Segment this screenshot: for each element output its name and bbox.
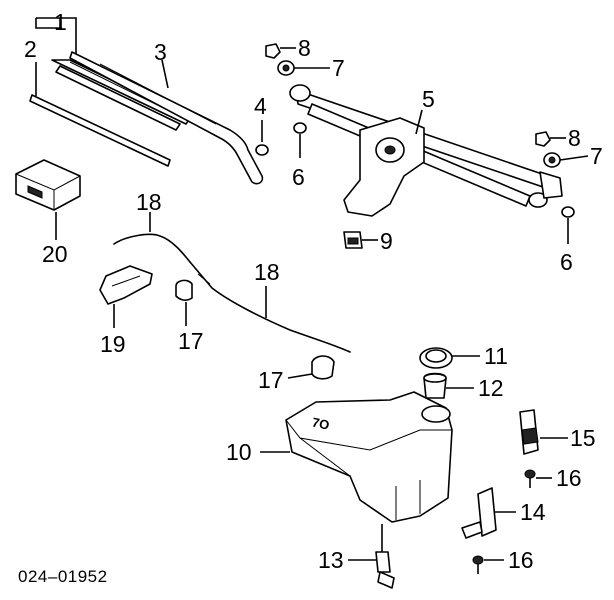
washer-hose-lower	[189, 261, 351, 353]
callout-20: 20	[42, 241, 68, 267]
washer-pump-15	[519, 409, 539, 455]
nut-4	[255, 144, 269, 156]
callout-10: 10	[226, 439, 252, 465]
callout-2: 2	[24, 36, 37, 62]
callout-16-upper: 16	[556, 465, 582, 491]
callout-11: 11	[484, 343, 508, 369]
callout-19: 19	[100, 331, 126, 357]
callout-7-left: 7	[332, 55, 345, 81]
filter-12	[423, 372, 447, 399]
clip-17-upper	[175, 279, 193, 301]
nut-8-left	[265, 43, 281, 59]
callout-12: 12	[478, 375, 504, 401]
svg-text:7O: 7O	[311, 415, 331, 433]
grommet-9	[343, 231, 363, 249]
callout-6-right: 6	[560, 249, 573, 275]
callout-17-upper: 17	[178, 328, 204, 354]
callout-1: 1	[54, 9, 67, 35]
callout-6-left: 6	[292, 164, 305, 190]
callout-18-upper: 18	[136, 189, 162, 215]
callout-13: 13	[318, 547, 344, 573]
callout-7-right: 7	[590, 143, 603, 169]
clip-17-lower	[311, 355, 335, 380]
callout-4: 4	[254, 93, 267, 119]
callout-14: 14	[520, 499, 546, 525]
washer-hose-upper	[113, 233, 191, 263]
callout-8-right: 8	[568, 125, 581, 151]
reservoir-cap-11	[419, 347, 453, 369]
callout-3: 3	[154, 39, 167, 65]
wiper-arm	[69, 51, 264, 185]
wiper-linkage	[289, 84, 563, 217]
diagram-code: 024–01952	[18, 567, 108, 586]
callout-8-left: 8	[298, 35, 311, 61]
callout-15: 15	[570, 425, 596, 451]
wiper-blade-refill	[29, 94, 171, 167]
callout-18-lower: 18	[254, 259, 280, 285]
nut-7-left	[277, 60, 295, 76]
nut-8-right	[535, 131, 551, 147]
callout-16-lower: 16	[508, 547, 534, 573]
bracket-19	[99, 265, 153, 305]
level-sensor-13	[375, 524, 395, 589]
washer-reservoir-10: 7O	[285, 391, 453, 523]
callout-9: 9	[380, 228, 393, 254]
callout-5: 5	[422, 86, 435, 112]
pump-14	[461, 487, 497, 539]
control-unit-20	[15, 159, 81, 211]
screw-16-lower	[472, 555, 484, 574]
callout-17-lower: 17	[258, 367, 284, 393]
nut-6-right	[561, 206, 575, 218]
screw-16-upper	[524, 469, 536, 488]
nut-7-right	[543, 152, 561, 168]
nut-6-left	[293, 122, 307, 134]
